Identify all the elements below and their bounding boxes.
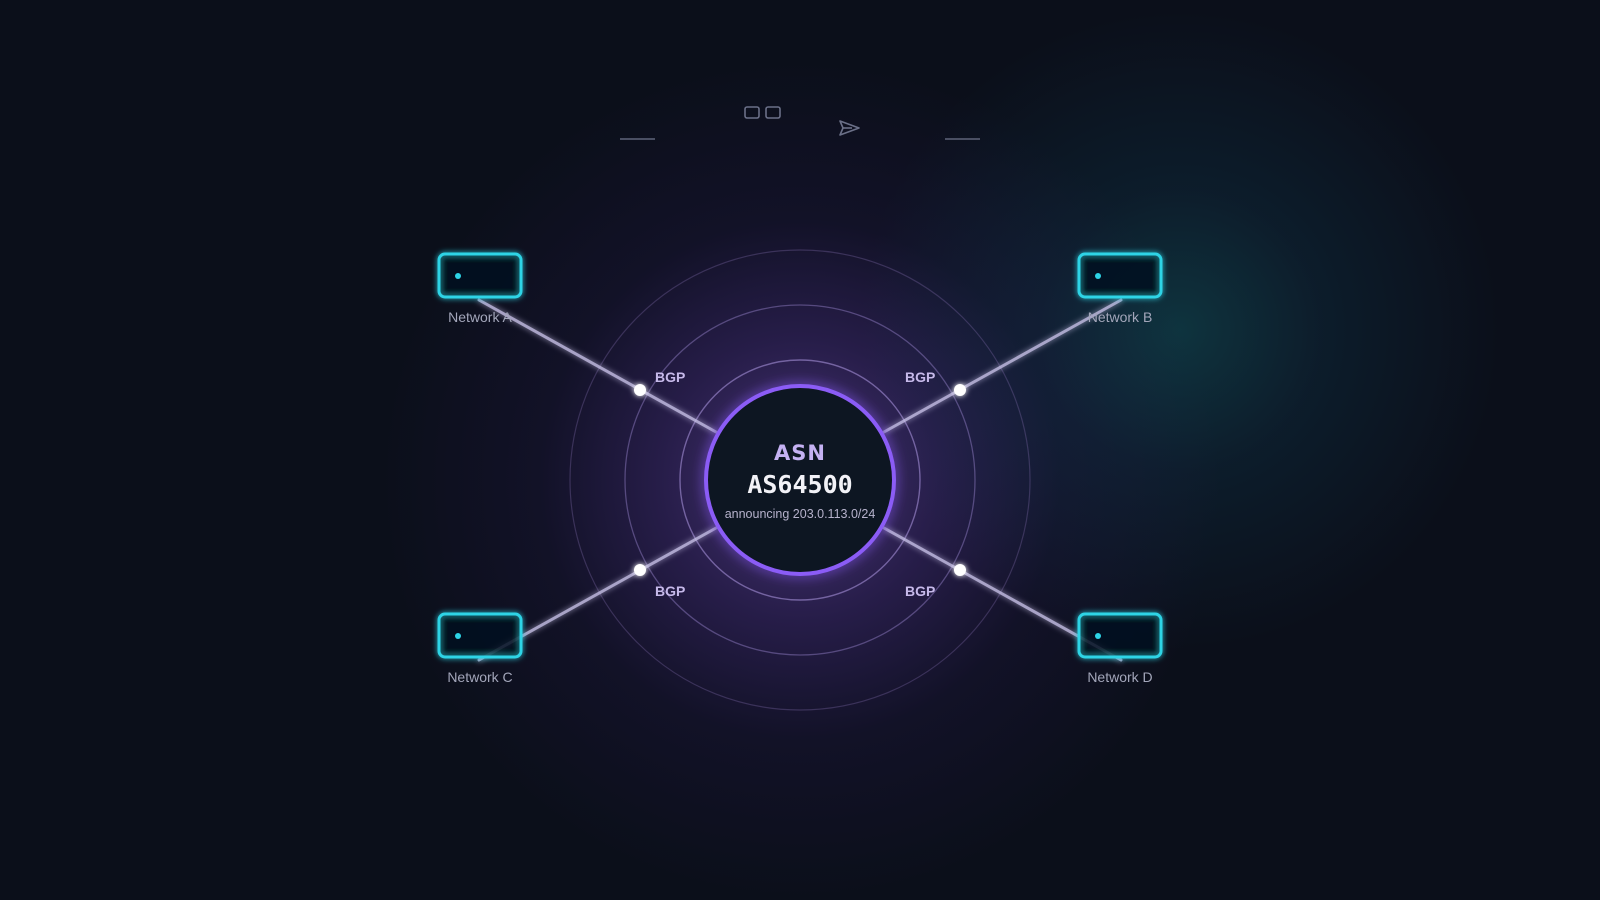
asn-hub[interactable] (704, 384, 896, 576)
window-pair-icon (744, 106, 781, 119)
network-a-label: Network A (448, 309, 512, 325)
network-c-box[interactable] (437, 612, 523, 659)
link-network-b (882, 298, 1123, 434)
network-b-label: Network B (1087, 309, 1153, 325)
network-b-box[interactable] (1077, 252, 1163, 299)
paper-plane-icon (839, 120, 860, 136)
network-c-led (455, 633, 461, 639)
bgp-label-a: BGP (655, 369, 686, 385)
network-a-box[interactable] (437, 252, 523, 299)
bgp-label-d: BGP (905, 583, 936, 599)
bgp-label-c: BGP (655, 583, 686, 599)
link-node-c (634, 564, 646, 576)
link-node-a (634, 384, 646, 396)
network-d-led (1095, 633, 1101, 639)
outer-ring-1 (679, 359, 921, 601)
network-c-label: Network C (447, 669, 513, 685)
network-b-led (1095, 273, 1101, 279)
outer-ring-2 (624, 304, 976, 656)
outer-ring-3 (569, 249, 1031, 711)
network-a-led (455, 273, 461, 279)
link-node-d (954, 564, 966, 576)
bgp-label-b: BGP (905, 369, 936, 385)
link-network-a (477, 298, 718, 434)
link-node-b (954, 384, 966, 396)
network-d-label: Network D (1087, 669, 1153, 685)
network-d-box[interactable] (1077, 612, 1163, 659)
